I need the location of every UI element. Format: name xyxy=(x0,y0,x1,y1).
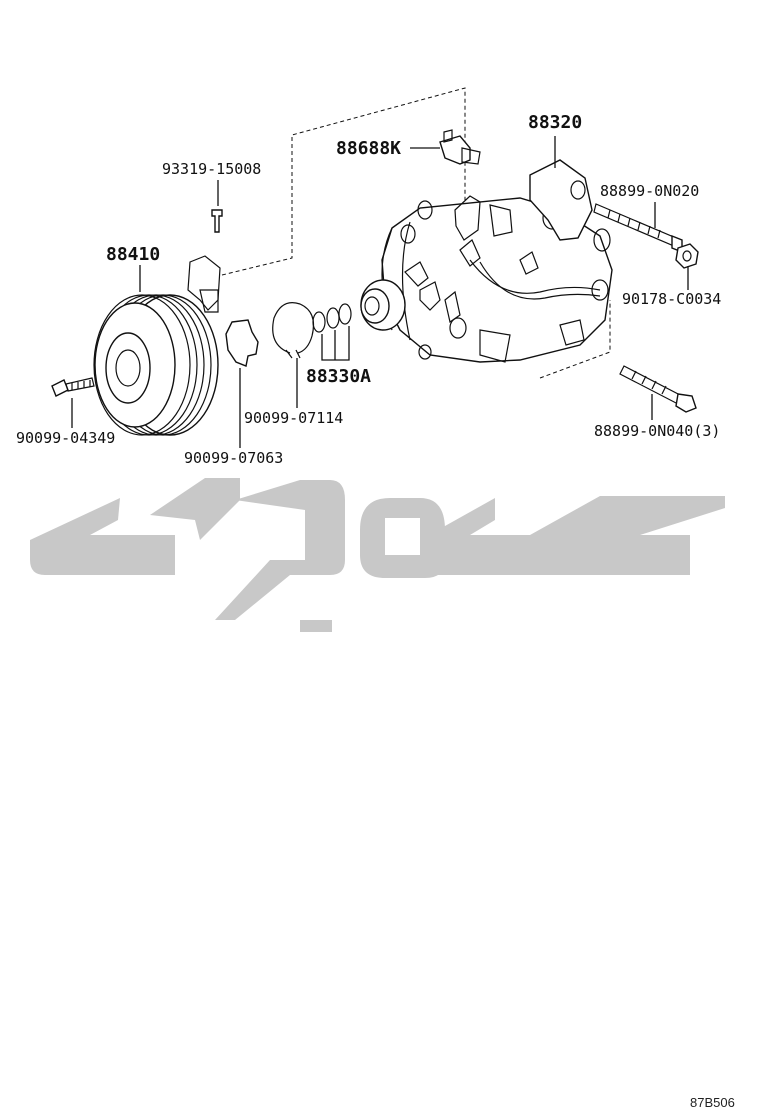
label-90178-c0034: 90178-C0034 xyxy=(622,290,721,308)
compressor-body xyxy=(360,159,613,363)
assembly-lines xyxy=(221,87,611,379)
bolt-left xyxy=(51,377,95,397)
label-88688k: 88688K xyxy=(336,138,401,159)
label-93319-15008: 93319-15008 xyxy=(162,160,261,178)
label-90099-07114: 90099-07114 xyxy=(244,409,343,427)
snap-ring xyxy=(272,302,315,359)
callout-labels: 88320 88688K 93319-15008 88899-0N020 884… xyxy=(16,112,721,467)
sensor-connector xyxy=(439,129,481,165)
screw-top xyxy=(211,209,223,233)
label-90099-07063: 90099-07063 xyxy=(184,449,283,467)
nut xyxy=(675,243,699,269)
watermark-logo xyxy=(30,478,725,632)
long-bolt-upper xyxy=(593,203,683,254)
label-88899-0n040: 88899-0N040(3) xyxy=(594,422,720,440)
label-88320: 88320 xyxy=(528,112,582,133)
leader-lines xyxy=(71,136,689,448)
diagram-code: 87B506 xyxy=(690,1095,735,1110)
label-88330a: 88330A xyxy=(306,366,371,387)
gasket xyxy=(225,319,259,367)
label-90099-04349: 90099-04349 xyxy=(16,429,115,447)
label-88899-0n020: 88899-0N020 xyxy=(600,182,699,200)
shims xyxy=(312,303,352,333)
clutch-pulley xyxy=(93,255,221,436)
label-88410: 88410 xyxy=(106,244,160,265)
long-bolt-lower xyxy=(619,365,697,413)
